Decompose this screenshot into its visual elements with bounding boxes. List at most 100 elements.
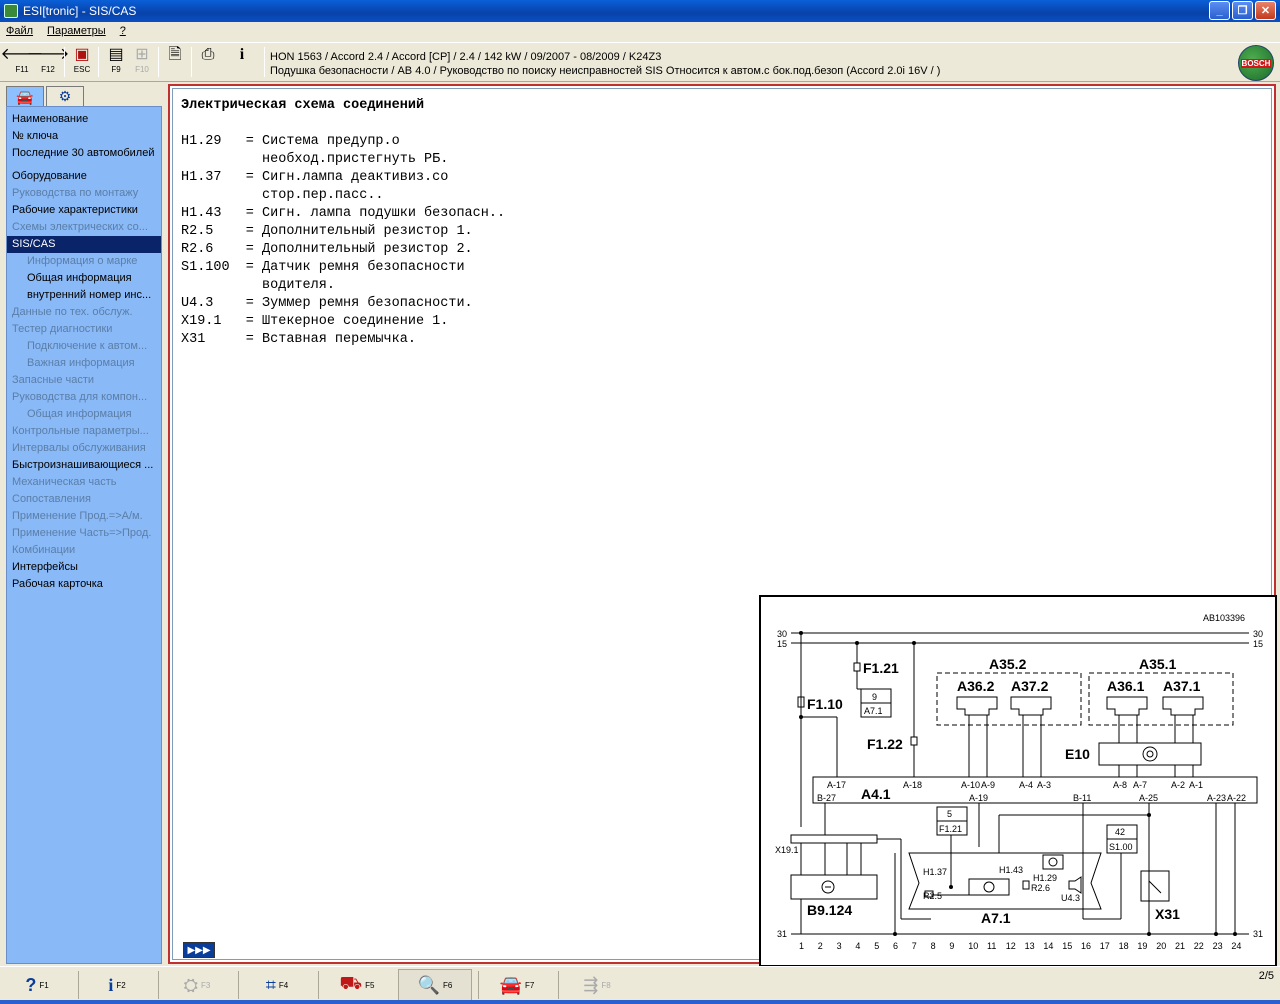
terminal-number: 16 [1081,941,1091,951]
x31-label: X31 [1155,906,1180,922]
rail-label: 15 [777,639,787,649]
rail-label: 31 [1253,929,1263,939]
content-frame: Электрическая схема соединений H1.29 = С… [168,84,1277,967]
x191-label: X19.1 [775,845,799,855]
nav-item[interactable]: Наименование [12,113,89,125]
u43-label: U4.3 [1061,893,1080,903]
nav-item-sis-cas[interactable]: SIS/CAS [7,236,161,253]
nav-item[interactable]: Оборудование [12,170,87,182]
f8-fkey[interactable]: ⇶F8 [583,974,611,995]
menu-file[interactable]: Файл [6,25,34,37]
a41-label: A4.1 [861,786,891,802]
pin-label: A-22 [1227,793,1246,803]
rail-label: 15 [1253,639,1263,649]
nav-item[interactable]: Последние 30 автомобилей [12,147,155,159]
breadcrumb: HON 1563 / Accord 2.4 / Accord [CP] / 2.… [270,50,940,78]
r25-label: R2.5 [923,891,942,901]
nav-item[interactable]: Запасные части [12,374,95,386]
nav-item[interactable]: № ключа [12,130,59,142]
list-icon: ▤ [108,46,124,63]
document-icon: 🗎 [168,46,182,63]
a352-label: A35.2 [989,656,1027,672]
a71-label: A7.1 [981,910,1011,926]
help-icon: ? [25,974,37,995]
document-view[interactable]: Электрическая схема соединений H1.29 = С… [172,88,1277,967]
pin-label: A-1 [1189,780,1203,790]
info-button[interactable]: i [230,45,254,79]
f121-label: F1.21 [863,660,899,676]
nav-item[interactable]: Информация о марке [27,255,138,267]
terminal-number: 6 [893,941,898,951]
nav-item[interactable]: Интерфейсы [12,561,78,573]
legend-line: X31 = Вставная перемычка. [181,332,416,347]
escape-button[interactable]: ▣ESC [73,46,91,74]
forward-button[interactable]: 🡒F12 [26,46,70,74]
f5-fkey[interactable]: ⛟F5 [320,969,394,1001]
minimize-button[interactable]: _ [1209,1,1230,20]
nav-item[interactable]: Механическая часть [12,476,117,488]
terminal-number: 2 [818,941,823,951]
terminal-number: 3 [837,941,842,951]
f4-fkey[interactable]: ⌗F4 [265,974,289,995]
nav-item[interactable]: Применение Прод.=>А/м. [12,510,143,522]
legend-line: H1.29 = Система предупр.о [181,134,400,149]
legend-line: водителя. [181,278,335,293]
terminal-number: 5 [874,941,879,951]
terminal-number: 14 [1043,941,1053,951]
document-button[interactable]: 🗎 [163,45,187,79]
vehicle-fkey[interactable]: 🚘F7 [499,974,535,995]
nav-item[interactable]: Применение Часть=>Прод. [12,527,152,539]
tab-engine[interactable]: ⚙ [46,86,84,106]
info-icon: i [239,46,245,63]
nav-item[interactable]: Контрольные параметры... [12,425,149,437]
zoom-fkey[interactable]: 🔍F6 [398,969,472,1001]
back-button[interactable]: 🡐F11 [0,46,44,74]
menu-params[interactable]: Параметры [47,25,106,37]
nav-item[interactable]: Общая информация [27,408,132,420]
legend-line: H1.37 = Сигн.лампа деактивиз.со [181,170,449,185]
nav-item[interactable]: Общая информация [27,272,132,284]
maximize-button[interactable]: ❐ [1232,1,1253,20]
f9-button[interactable]: ▤F9 [108,46,124,74]
breadcrumb-section: Подушка безопасности / AB 4.0 / Руководс… [270,65,941,77]
arrow-right-icon: 🡒 [26,46,70,63]
diagram-ref: AB103396 [1203,613,1245,623]
nav-item[interactable]: Схемы электрических со... [12,221,148,233]
nav-item[interactable]: Быстроизнашивающиеся ... [12,459,154,471]
close-button[interactable]: ✕ [1255,1,1276,20]
nav-item[interactable]: Интервалы обслуживания [12,442,146,454]
pin-label: B-27 [817,793,836,803]
terminal-number: 11 [987,941,996,951]
nav-item[interactable]: Комбинации [12,544,76,556]
nav-item[interactable]: Рабочие характеристики [12,204,138,216]
nav-item[interactable]: Рабочая карточка [12,578,103,590]
nav-tree: Наименование № ключа Последние 30 автомо… [6,106,162,964]
nav-item[interactable]: Данные по тех. обслуж. [12,306,133,318]
f3-fkey[interactable]: ⛭F3 [183,974,211,995]
legend-line: H1.43 = Сигн. лампа подушки безопасн.. [181,206,506,221]
h137-label: H1.37 [923,867,947,877]
menu-bar: Файл Параметры ? [0,22,1280,40]
pin-label: A-23 [1207,793,1226,803]
nav-item[interactable]: Тестер диагностики [12,323,113,335]
legend-line: необход.пристегнуть РБ. [181,152,449,167]
nav-item[interactable]: Подключение к автом... [27,340,148,352]
nav-item[interactable]: внутренний номер инс... [27,289,152,301]
tree-icon: ⊞ [135,46,149,63]
info-icon: i [108,974,114,995]
f10-button[interactable]: ⊞F10 [135,46,149,74]
print-button[interactable]: ⎙ [196,45,220,79]
breadcrumb-vehicle: HON 1563 / Accord 2.4 / Accord [CP] / 2.… [270,51,662,63]
nav-item[interactable]: Руководства для компон... [12,391,148,403]
help-fkey[interactable]: ?F1 [25,974,49,995]
tab-vehicle[interactable]: 🚘 [6,86,44,108]
menu-help[interactable]: ? [119,25,126,37]
nav-item[interactable]: Руководства по монтажу [12,187,139,199]
nav-item[interactable]: Важная информация [27,357,135,369]
next-page-button[interactable]: ▶▶▶ [183,942,215,958]
pin-label: A-2 [1171,780,1185,790]
terminal-number: 24 [1231,941,1241,951]
nav-item[interactable]: Сопоставления [12,493,91,505]
